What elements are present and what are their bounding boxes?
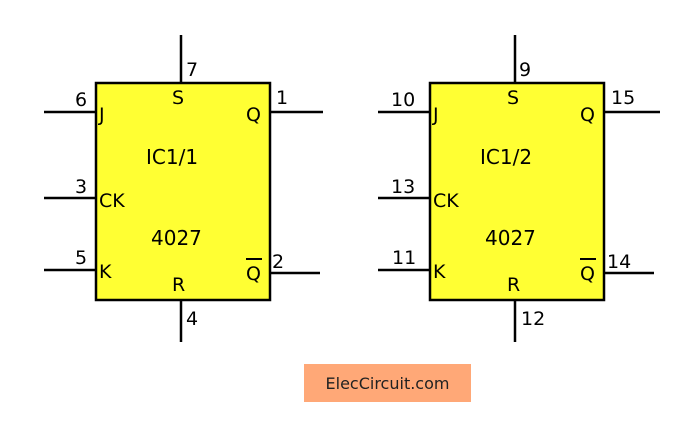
pin-s-number: 9 [519,59,531,81]
pin-qbar-number: 14 [607,251,631,273]
pin-q-label: Q [580,104,595,126]
pin-k-label: K [99,261,112,283]
chip-name: IC1/2 [480,145,532,169]
pin-r-number: 4 [186,308,198,330]
pin-j-label: J [432,104,439,126]
chip-name: IC1/1 [146,145,198,169]
pin-s-label: S [172,87,184,109]
chip-ic1-1: 7 S 6 J 1 Q 3 CK 5 K 2 Q 4 R IC1/1 4027 [44,35,323,342]
pin-k-number: 5 [75,247,87,269]
chip-body [94,81,272,302]
pin-j-number: 10 [391,89,415,111]
pin-j-label: J [98,104,105,126]
pin-s-label: S [507,87,519,109]
pin-qbar-number: 2 [272,251,284,273]
pin-ck-number: 3 [75,176,87,198]
pin-r-label: R [507,274,520,296]
pin-k-label: K [433,261,446,283]
chip-part-number: 4027 [151,226,202,250]
pin-k-number: 11 [392,247,416,269]
chip-part-number: 4027 [485,226,536,250]
watermark-label: ElecCircuit.com [304,364,471,402]
pin-q-number: 1 [276,87,288,109]
pin-qbar-label: Q [580,263,595,285]
chip-body [428,81,606,302]
pin-ck-label: CK [99,190,125,212]
pin-s-number: 7 [186,59,198,81]
pin-r-number: 12 [521,308,545,330]
pin-r-label: R [172,274,185,296]
pin-qbar-label: Q [246,263,261,285]
pin-ck-label: CK [433,190,459,212]
pin-q-label: Q [246,104,261,126]
pin-q-number: 15 [611,87,635,109]
pin-j-number: 6 [75,89,87,111]
chip-ic1-2: 9 S 10 J 15 Q 13 CK 11 K 14 Q 12 R IC1/2… [378,35,660,342]
pin-ck-number: 13 [391,176,415,198]
